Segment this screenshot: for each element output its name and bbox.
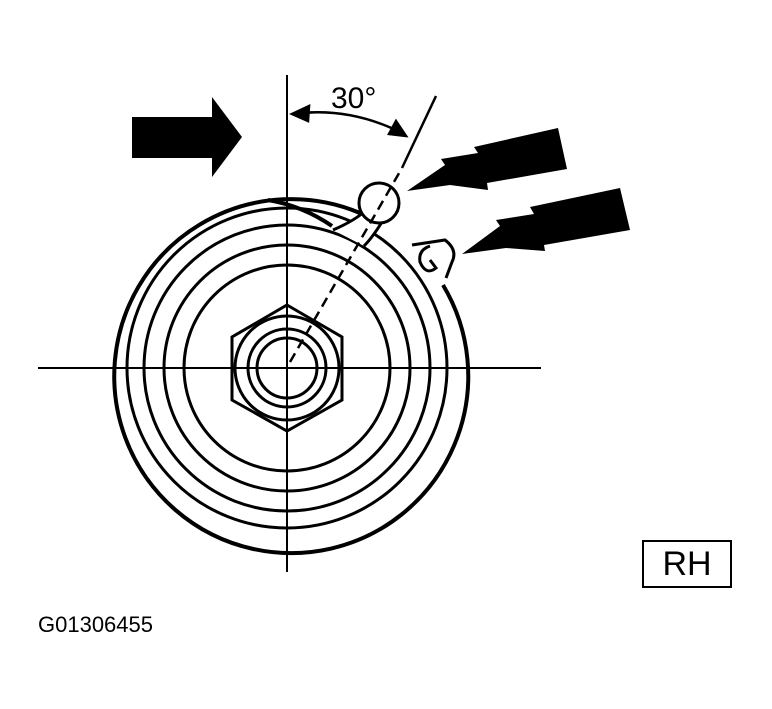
ring-2 xyxy=(142,223,432,513)
hex-outline xyxy=(230,303,344,433)
lower-diagonal-arrow-shape xyxy=(462,188,630,254)
hook-outer xyxy=(411,238,456,279)
figure-id-label: G01306455 xyxy=(38,612,153,637)
ring-3 xyxy=(162,243,412,493)
bolt-inner xyxy=(255,336,319,400)
upper-diagonal-arrow-shape xyxy=(407,128,567,191)
angle-indicator xyxy=(288,103,409,138)
upper-diagonal-arrow xyxy=(407,128,567,191)
angle-label: 30° xyxy=(331,82,376,115)
spring-hook xyxy=(411,238,456,279)
lower-diagonal-arrow xyxy=(462,188,630,254)
alignment-solid-line xyxy=(400,95,438,169)
ring-4 xyxy=(182,263,392,473)
alignment-dashed-line xyxy=(288,167,404,363)
large-right-arrow xyxy=(132,97,242,177)
angle-arrowhead-right xyxy=(387,118,409,138)
hex-nut xyxy=(230,303,344,433)
centerlines xyxy=(38,75,541,572)
bolt-outer xyxy=(246,327,328,409)
side-label-box: RH xyxy=(642,540,732,588)
tensioner-body xyxy=(112,197,471,556)
washer-ring xyxy=(233,314,341,422)
hook-inner xyxy=(418,244,439,273)
large-right-arrow-shape xyxy=(132,97,242,177)
spring-ball xyxy=(357,181,401,225)
outer-housing xyxy=(112,197,471,556)
ring-1 xyxy=(125,206,449,530)
angle-arrowhead-left xyxy=(288,103,311,123)
